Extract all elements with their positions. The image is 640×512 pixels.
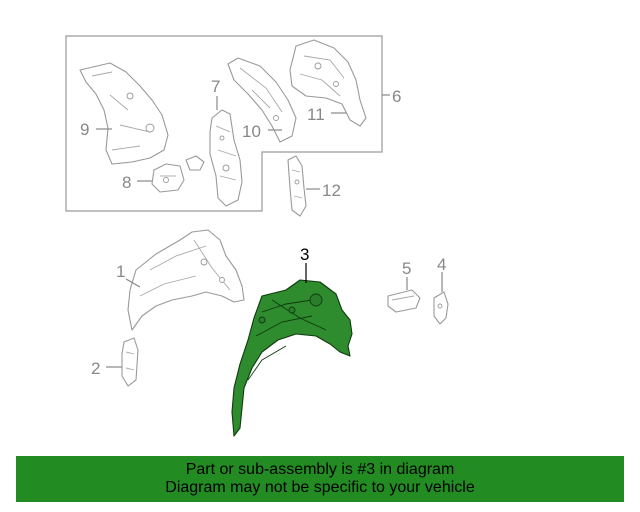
callout-2: 2: [91, 359, 100, 378]
part-11: [289, 39, 367, 127]
callout-4: 4: [437, 255, 446, 274]
part-2: [121, 337, 139, 387]
callout-3: 3: [300, 245, 309, 264]
callout-11: 11: [307, 105, 325, 124]
callout-6: 6: [392, 87, 401, 106]
callout-5: 5: [402, 259, 411, 278]
callout-9: 9: [80, 120, 89, 139]
part-7: [209, 109, 243, 207]
info-banner: Part or sub-assembly is #3 in diagram Di…: [16, 456, 624, 502]
subassembly-box: [65, 35, 383, 212]
banner-line-2: Diagram may not be specific to your vehi…: [165, 479, 475, 496]
banner-line-1: Part or sub-assembly is #3 in diagram: [185, 461, 455, 478]
parts-diagram: 6 9 8 7 10 11: [65, 35, 449, 437]
callout-7: 7: [211, 77, 220, 96]
callout-12: 12: [322, 181, 341, 200]
callout-10: 10: [242, 122, 261, 141]
part-4: [433, 291, 449, 325]
part-5: [387, 289, 421, 313]
callout-8: 8: [122, 173, 131, 192]
part-8: [151, 155, 205, 193]
part-9: [79, 62, 169, 165]
part-3-highlighted: [231, 279, 353, 437]
callout-1: 1: [116, 262, 125, 281]
part-10: [227, 57, 297, 143]
part-1: [127, 229, 245, 331]
part-12: [287, 155, 307, 217]
